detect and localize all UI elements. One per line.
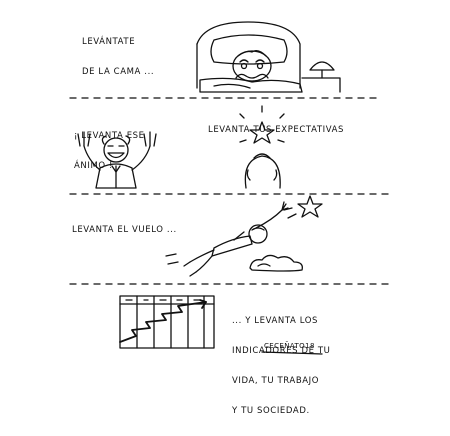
flight-panel-drawing xyxy=(165,195,323,277)
comic-illustration xyxy=(69,21,391,355)
artist-signature: CECEÑATO18 xyxy=(264,342,315,350)
bed-caption: LEVÁNTATE DE LA CAMA ... xyxy=(82,37,155,77)
cheer-panel-drawing xyxy=(77,131,157,189)
expectations-panel-drawing xyxy=(239,105,285,189)
indicators-caption: ... Y LEVANTA LOS INDICADORES DE TU VIDA… xyxy=(232,316,331,416)
indicator-chart-drawing xyxy=(119,295,215,349)
expectations-caption: LEVANTA TUS EXPECTATIVAS xyxy=(208,125,345,135)
bed-panel-drawing xyxy=(196,21,341,93)
flight-caption: LEVANTA EL VUELO ... xyxy=(72,225,177,235)
comic-page: LEVÁNTATE DE LA CAMA ... ¡ LEVANTA ESE Á… xyxy=(69,21,391,416)
signature-underline xyxy=(261,351,323,355)
cheer-caption: ¡ LEVANTA ESE ÁNIMO ! xyxy=(74,131,145,171)
